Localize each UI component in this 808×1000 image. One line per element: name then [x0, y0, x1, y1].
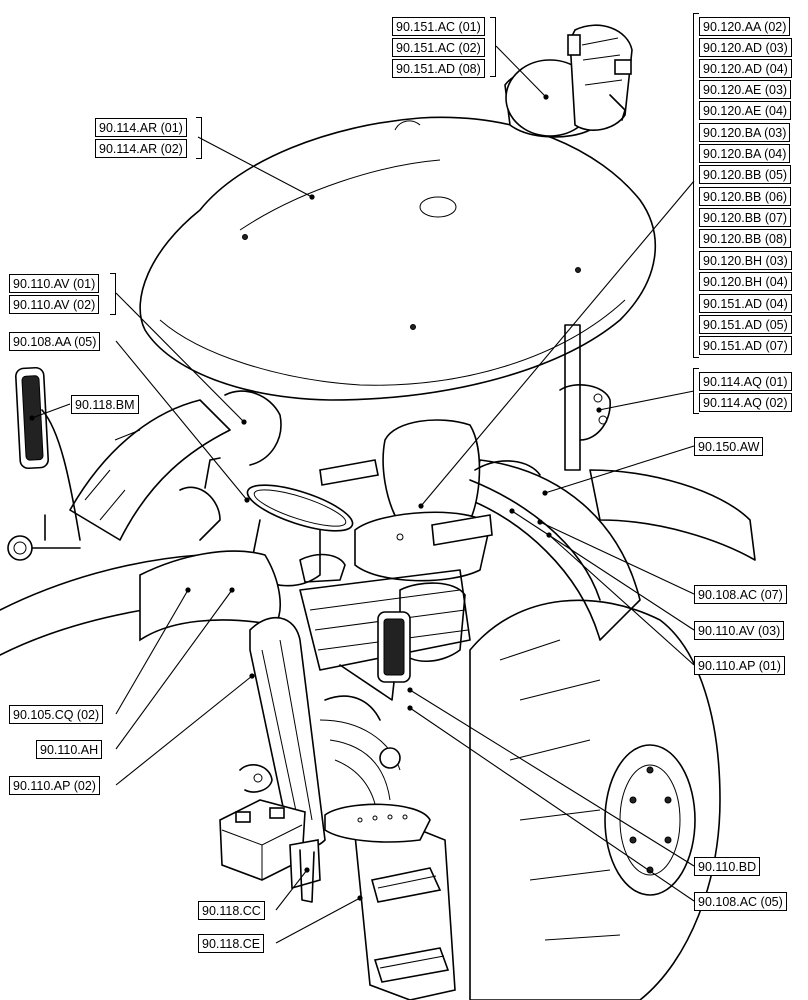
- callout-90-110-ah[interactable]: 90.110.AH: [36, 740, 103, 759]
- handle-bracket-icon: [239, 764, 315, 903]
- callout-90-120-ba-03[interactable]: 90.120.BA (03): [699, 123, 791, 142]
- canopy-roof-icon: [139, 116, 657, 401]
- callout-90-110-bd[interactable]: 90.110.BD: [694, 857, 761, 876]
- callout-90-110-ap-01[interactable]: 90.110.AP (01): [694, 656, 785, 675]
- callout-90-108-aa-05[interactable]: 90.108.AA (05): [9, 332, 101, 351]
- rear-view-mirror-icon: [7, 366, 81, 561]
- callout-90-120-aa-02[interactable]: 90.120.AA (02): [699, 17, 791, 36]
- callout-90-114-aq-02[interactable]: 90.114.AQ (02): [699, 393, 792, 412]
- callout-90-151-ad-04[interactable]: 90.151.AD (04): [699, 294, 792, 313]
- callout-90-120-bb-05[interactable]: 90.120.BB (05): [699, 165, 792, 184]
- fender-panel-icon: [139, 550, 326, 849]
- right-fender-icon: [469, 459, 756, 641]
- operator-seat-icon: [319, 419, 493, 582]
- callout-90-114-aq-01[interactable]: 90.114.AQ (01): [699, 372, 792, 391]
- callout-90-151-ad-05[interactable]: 90.151.AD (05): [699, 315, 792, 334]
- callout-90-120-ae-03[interactable]: 90.120.AE (03): [699, 80, 792, 99]
- callout-90-151-ad-07[interactable]: 90.151.AD (07): [699, 336, 792, 355]
- callout-90-151-ac-01[interactable]: 90.151.AC (01): [392, 17, 485, 36]
- callout-90-151-ad-08[interactable]: 90.151.AD (08): [392, 59, 485, 78]
- group-bracket-114aq: [693, 368, 699, 414]
- callout-90-114-ar-01[interactable]: 90.114.AR (01): [95, 118, 187, 137]
- group-bracket-110av: [110, 273, 116, 315]
- side-mirror-icon: [339, 611, 411, 701]
- callout-90-114-ar-02[interactable]: 90.114.AR (02): [95, 139, 187, 158]
- steering-console-icon: [179, 457, 354, 587]
- callout-90-110-av-01[interactable]: 90.110.AV (01): [9, 274, 100, 293]
- callout-90-120-bb-07[interactable]: 90.120.BB (07): [699, 208, 792, 227]
- callout-90-120-ba-04[interactable]: 90.120.BA (04): [699, 144, 791, 163]
- callout-90-118-cc[interactable]: 90.118.CC: [198, 901, 265, 920]
- callout-90-120-ad-04[interactable]: 90.120.AD (04): [699, 59, 792, 78]
- callout-90-120-bh-04[interactable]: 90.120.BH (04): [699, 272, 792, 291]
- group-bracket-120: [693, 13, 699, 358]
- callout-90-105-cq-02[interactable]: 90.105.CQ (02): [9, 705, 104, 724]
- access-steps-icon: [324, 803, 456, 1000]
- callout-90-120-bb-08[interactable]: 90.120.BB (08): [699, 229, 792, 248]
- callout-90-118-ce[interactable]: 90.118.CE: [198, 934, 265, 953]
- rear-tyre-icon: [469, 599, 721, 1000]
- battery-box-icon: [219, 799, 321, 890]
- group-bracket-151: [490, 17, 496, 77]
- canopy-cover-inset-icon: [504, 24, 633, 138]
- callout-90-108-ac-05[interactable]: 90.108.AC (05): [694, 892, 787, 911]
- callout-90-108-ac-07[interactable]: 90.108.AC (07): [694, 585, 787, 604]
- callout-90-120-ae-04[interactable]: 90.120.AE (04): [699, 101, 792, 120]
- callout-90-110-ap-02[interactable]: 90.110.AP (02): [9, 776, 100, 795]
- leader-lines: [29, 45, 695, 944]
- callout-90-110-av-03[interactable]: 90.110.AV (03): [694, 621, 785, 640]
- callout-90-110-av-02[interactable]: 90.110.AV (02): [9, 295, 100, 314]
- callout-90-120-bh-03[interactable]: 90.120.BH (03): [699, 251, 792, 270]
- callout-90-120-bb-06[interactable]: 90.120.BB (06): [699, 187, 792, 206]
- callout-90-150-aw[interactable]: 90.150.AW: [694, 437, 764, 456]
- callout-90-118-bm[interactable]: 90.118.BM: [71, 395, 139, 414]
- rops-frame-icon: [224, 324, 611, 471]
- callout-90-151-ac-02[interactable]: 90.151.AC (02): [392, 38, 485, 57]
- callout-90-120-ad-03[interactable]: 90.120.AD (03): [699, 38, 792, 57]
- group-bracket-114ar: [196, 117, 202, 159]
